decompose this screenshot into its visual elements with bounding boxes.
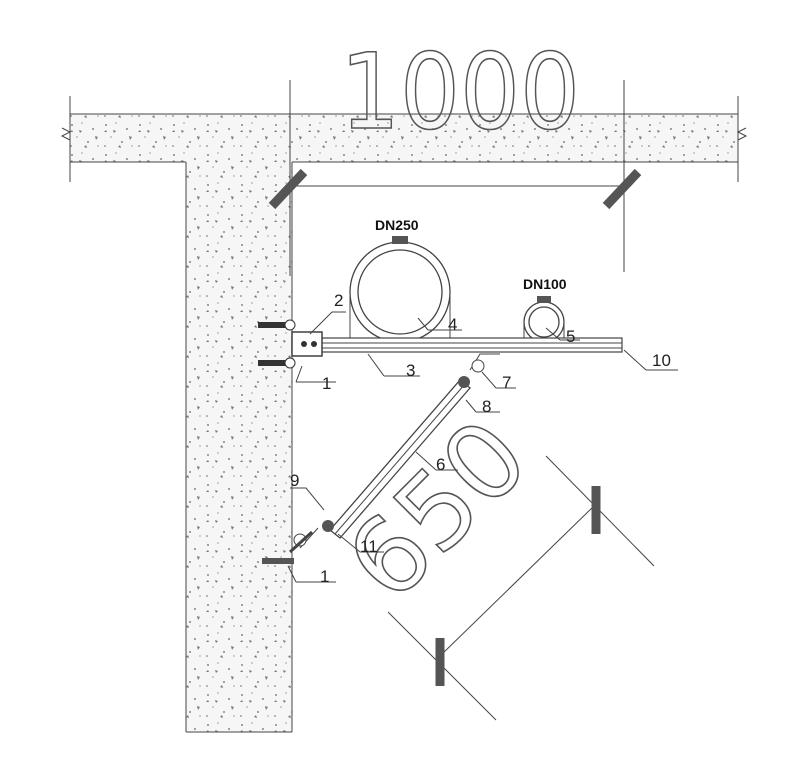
diagonal-dimension: 650	[323, 395, 655, 721]
top-dimension: 1000	[69, 30, 739, 276]
callout-3: 3	[406, 361, 415, 380]
callout-2: 2	[334, 291, 343, 310]
callout-1-upper: 1	[322, 374, 331, 393]
pipe-dn100: DN100	[523, 276, 567, 343]
lower-anchor-bolt	[262, 558, 294, 564]
callout-4: 4	[448, 315, 457, 334]
callout-6: 6	[436, 455, 445, 474]
top-dim-tick-right	[602, 168, 642, 210]
pipe-dn250-label: DN250	[375, 217, 419, 233]
top-dimension-value: 1000	[340, 31, 580, 153]
concrete-wall	[185, 162, 293, 733]
callout-8: 8	[482, 397, 491, 416]
callout-7: 7	[502, 373, 511, 392]
top-dim-tick-left	[268, 168, 308, 210]
diagonal-brace	[288, 353, 500, 554]
pipe-dn100-label: DN100	[523, 276, 567, 292]
callout-1-lower: 1	[320, 567, 329, 586]
upper-anchor-bolts	[258, 319, 296, 369]
callout-10: 10	[652, 351, 671, 370]
diagonal-dimension-value: 650	[323, 396, 551, 624]
callout-11: 11	[360, 537, 378, 556]
callout-9: 9	[290, 471, 299, 490]
horizontal-beam	[291, 331, 623, 357]
callout-leaders	[287, 311, 678, 583]
pipe-dn250: DN250	[349, 217, 451, 343]
concrete-slab	[60, 113, 748, 163]
callout-5: 5	[566, 327, 575, 346]
